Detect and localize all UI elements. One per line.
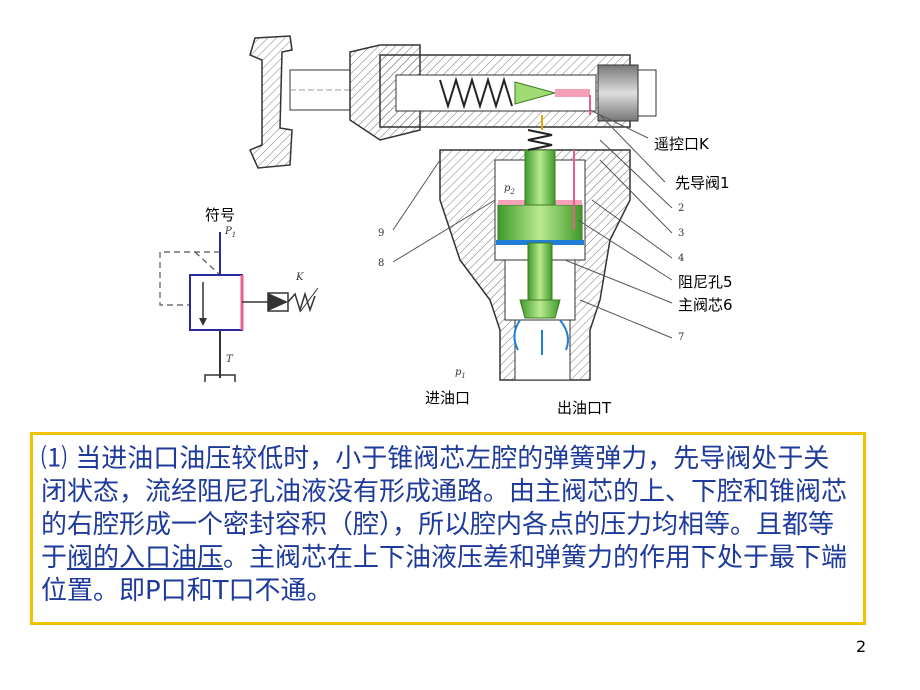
label-num-2: 2 xyxy=(678,203,685,214)
relief-valve-symbol xyxy=(159,232,319,382)
label-num-7: 7 xyxy=(678,332,685,343)
label-remote-port: 遥控口K xyxy=(654,135,709,153)
label-pilot-valve: 先导阀1 xyxy=(675,174,730,192)
symbol-k: K xyxy=(296,272,304,283)
label-main-spool: 主阀芯6 xyxy=(678,296,733,314)
label-p2-body: p2 xyxy=(504,183,515,196)
label-num-8: 8 xyxy=(378,258,385,269)
paragraph-part1: ⑴ 当进油口油压较低时，小于锥阀芯左腔的弹簧弹力，先导阀处于关闭状态，流经阻尼孔… xyxy=(41,444,848,573)
symbol-t: T xyxy=(226,354,233,365)
label-inlet: 进油口 xyxy=(425,389,471,407)
paragraph-underlined: 阀的入口油压 xyxy=(67,543,224,573)
leader-lines xyxy=(392,109,673,339)
label-num-9: 9 xyxy=(378,228,385,239)
paragraph-part2: 。主阀芯在上下油液压差和弹簧力的作用下处于最下端位置。即P口和T口不通。 xyxy=(41,543,848,606)
symbol-p1: P1 xyxy=(225,226,237,239)
hand-wheel xyxy=(249,35,351,169)
page-number: 2 xyxy=(856,637,867,656)
label-num-4: 4 xyxy=(678,253,685,264)
label-num-3: 3 xyxy=(678,228,685,239)
explanation-box: ⑴ 当进油口油压较低时，小于锥阀芯左腔的弹簧弹力，先导阀处于关闭状态，流经阻尼孔… xyxy=(30,432,866,625)
label-damping-hole: 阻尼孔5 xyxy=(678,273,733,291)
pilot-housing xyxy=(349,44,657,141)
valve-body xyxy=(439,95,631,381)
relief-valve-diagram xyxy=(159,35,673,382)
label-p1-body: p1 xyxy=(455,367,466,380)
symbol-title: 符号 xyxy=(205,206,236,224)
label-outlet: 出油口T xyxy=(557,399,612,417)
